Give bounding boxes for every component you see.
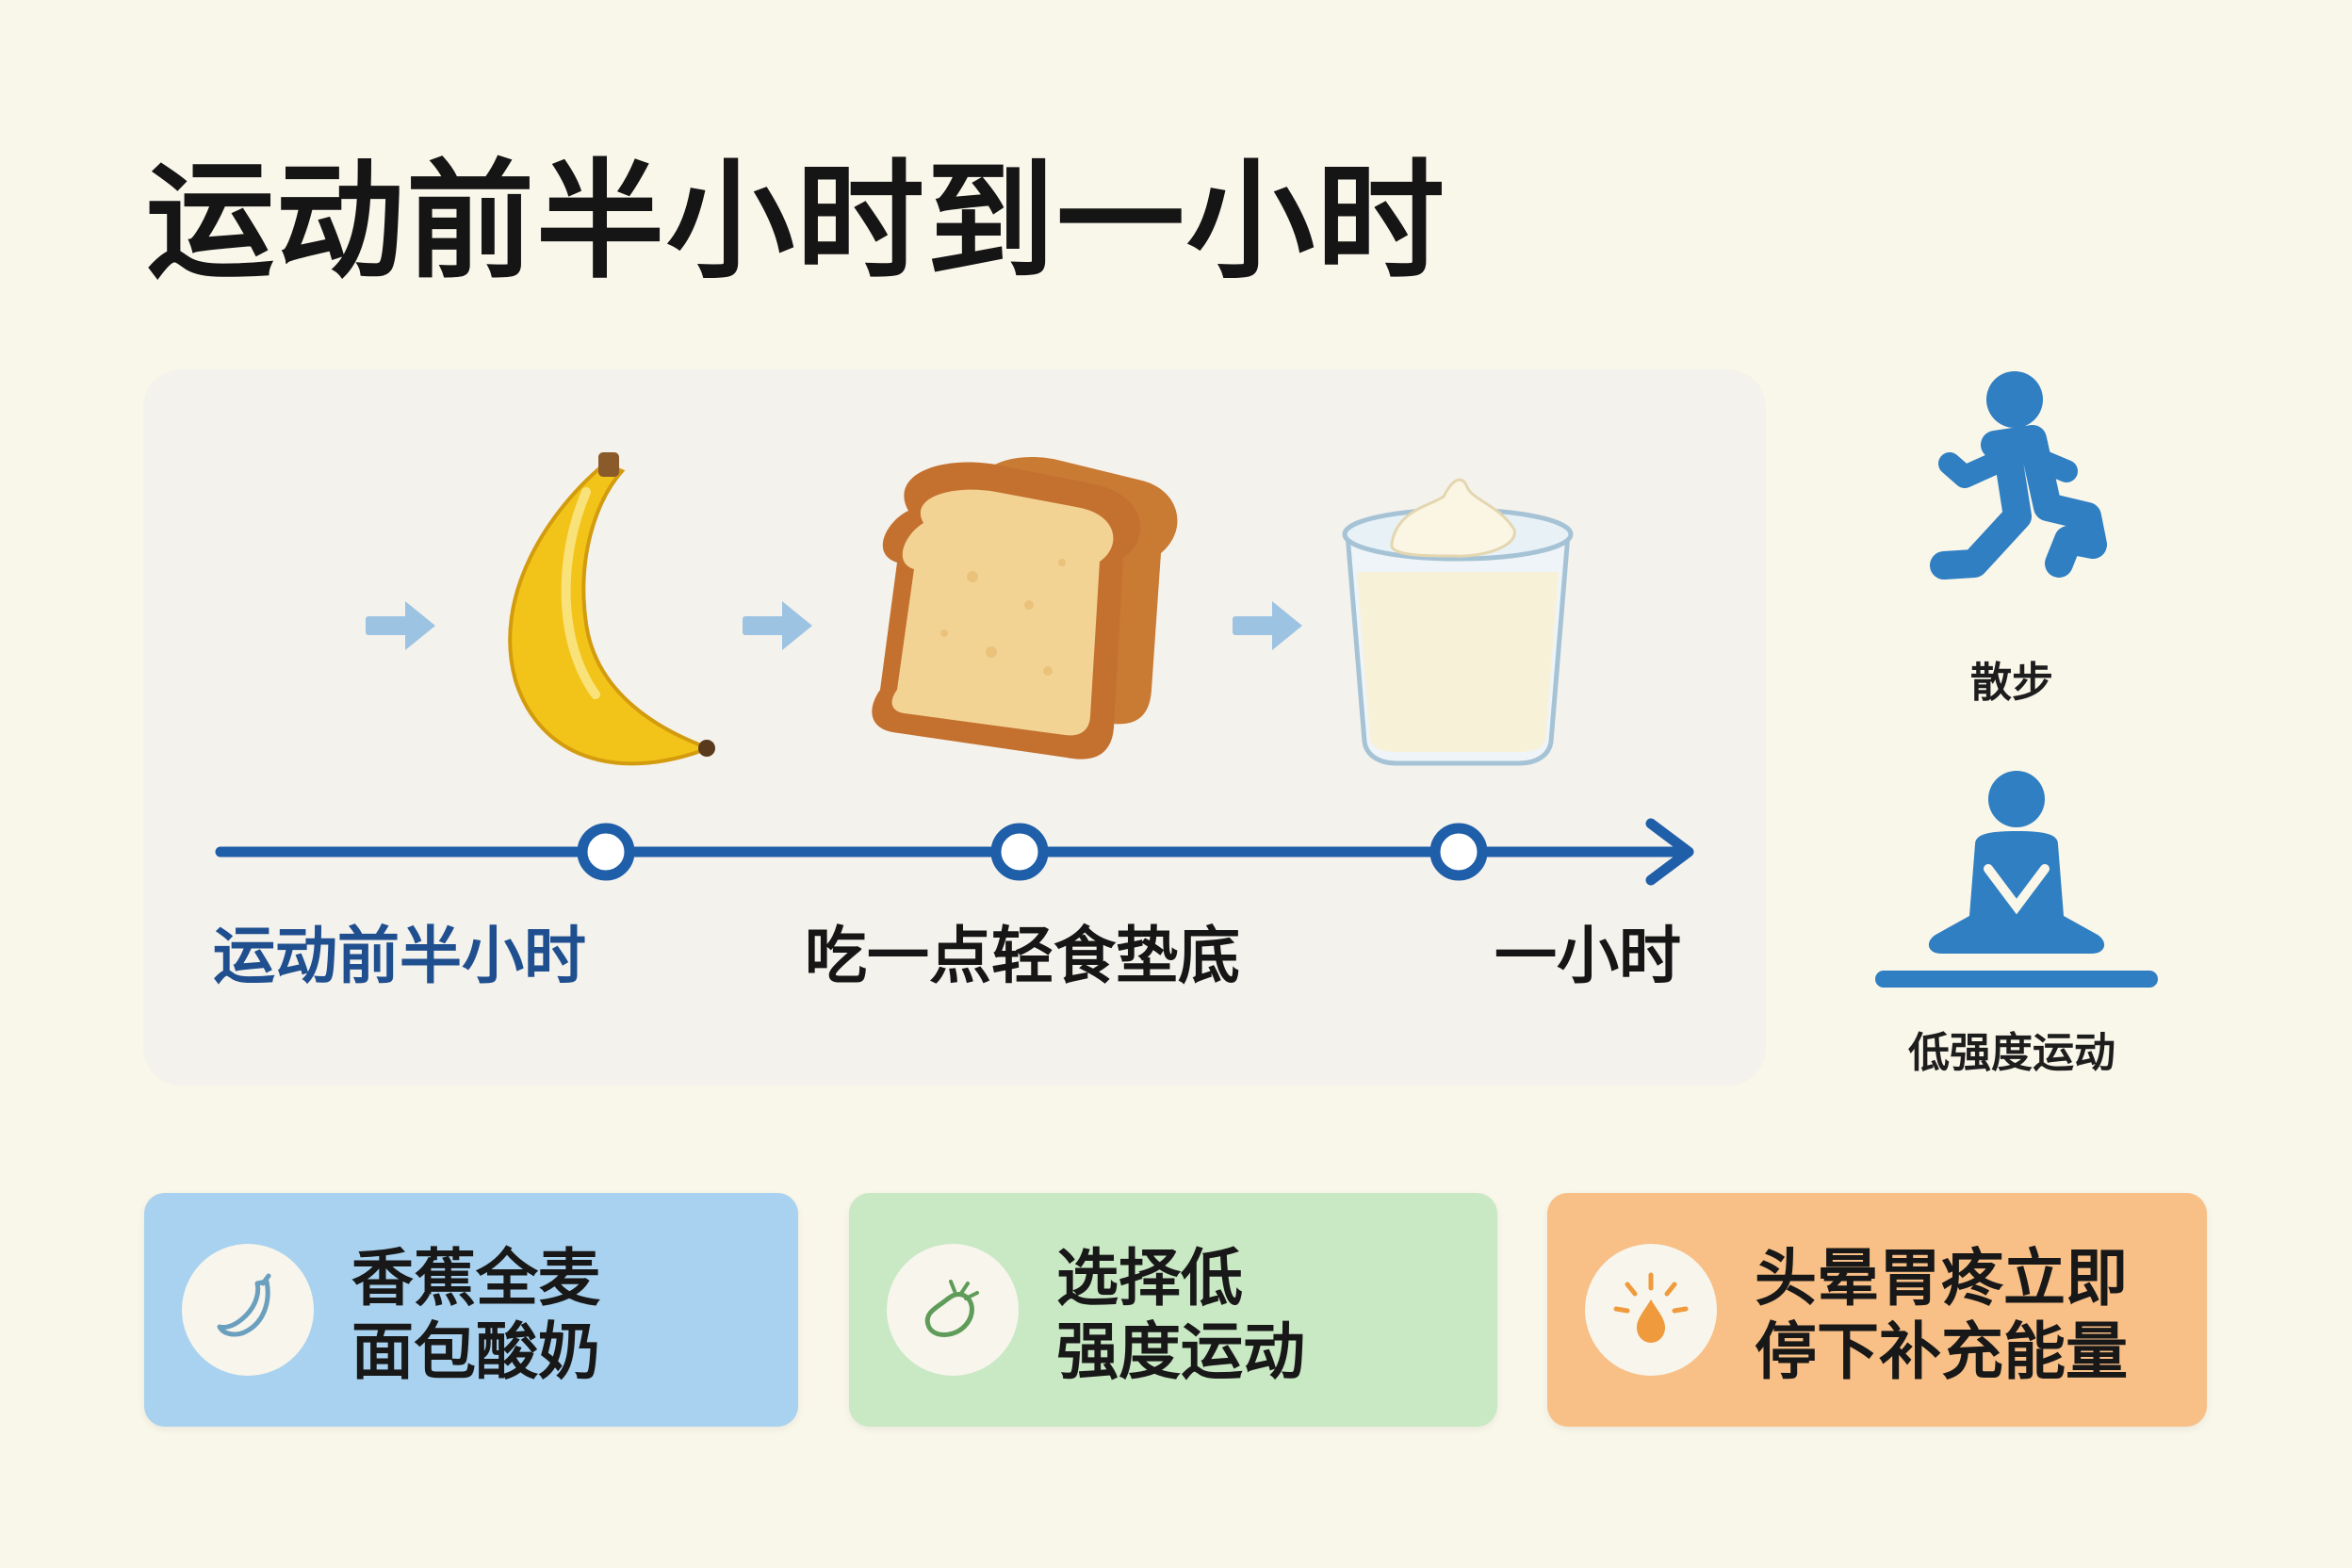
timeline-panel — [143, 369, 1766, 1086]
yogurt-icon — [1342, 478, 1574, 766]
eggplant-outline-icon — [887, 1244, 1019, 1376]
card-foods-text: 香蕉全麦 面包酸奶 — [351, 1242, 600, 1388]
card-warning: 头晕胃疼立即 停下补充能量 — [1547, 1193, 2207, 1427]
timeline-node — [990, 823, 1049, 881]
timeline-node — [1429, 823, 1488, 881]
burst-drop-icon — [1585, 1244, 1717, 1376]
card-foods: 香蕉全麦 面包酸奶 — [144, 1193, 798, 1427]
timeline-axis — [215, 818, 1694, 886]
activity-label-low-intensity: 低强度运动 — [1908, 1029, 2115, 1077]
card-low-intensity: 选择低 强度运动 — [849, 1193, 1497, 1427]
timeline-label-middle: 吃一点轻食垫底 — [805, 920, 1240, 992]
small-arrow-icon — [1233, 601, 1302, 650]
activity-label-walk: 散步 — [1970, 659, 2053, 707]
banana-outline-icon — [182, 1244, 314, 1376]
banana-icon — [508, 452, 715, 766]
small-arrow-icon — [366, 601, 435, 650]
timeline-label-start: 运动前半小时 — [213, 920, 586, 992]
card-low-intensity-text: 选择低 强度运动 — [1056, 1242, 1305, 1388]
meditating-person-icon — [1875, 771, 2158, 988]
timeline-label-end: 一小时 — [1494, 920, 1681, 992]
toast-icon — [872, 457, 1178, 760]
card-warning-text: 头晕胃疼立即 停下补充能量 — [1755, 1242, 2128, 1388]
walking-person-icon — [1930, 371, 2107, 580]
timeline-illustrations — [366, 452, 1574, 766]
timeline-node — [577, 823, 635, 881]
page-title: 运动前半小时到一小时 — [146, 148, 1446, 297]
small-arrow-icon — [743, 601, 812, 650]
